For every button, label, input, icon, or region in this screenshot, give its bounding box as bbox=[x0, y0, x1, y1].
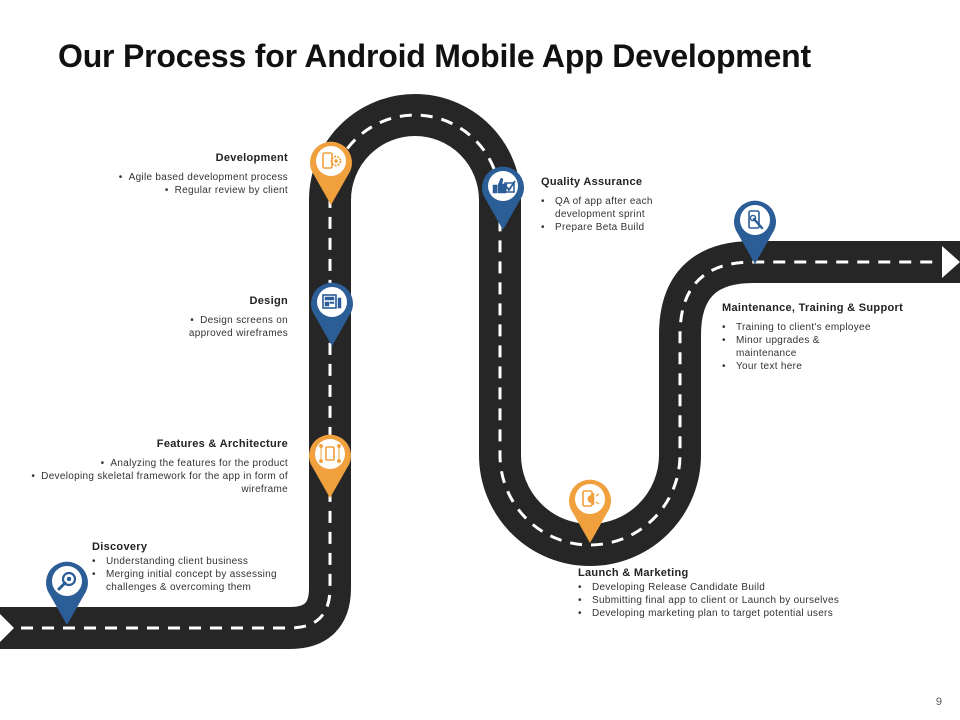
road-start-arrow bbox=[0, 614, 14, 642]
step-bullet: Regular review by client bbox=[68, 184, 288, 197]
step-bullet: Your text here bbox=[722, 360, 922, 373]
page-number: 9 bbox=[935, 696, 942, 708]
road-end-arrow bbox=[942, 246, 960, 278]
pin-design bbox=[311, 282, 353, 346]
step-quality-assurance: Quality Assurance QA of app after each d… bbox=[541, 176, 681, 234]
step-bullet: Minor upgrades & maintenance bbox=[722, 334, 846, 360]
search-gear-icon bbox=[57, 571, 77, 591]
step-heading: Launch & Marketing bbox=[578, 567, 689, 579]
step-heading: Features & Architecture bbox=[156, 438, 288, 450]
step-bullet: Design screens on approved wireframes bbox=[158, 314, 288, 340]
step-bullet: Agile based development process bbox=[68, 171, 288, 184]
step-features-architecture: Features & Architecture Analyzing the fe… bbox=[28, 438, 288, 496]
step-maintenance: Maintenance, Training & Support Training… bbox=[722, 302, 922, 373]
step-bullet: Submitting final app to client or Launch… bbox=[578, 594, 878, 607]
step-bullet: Developing skeletal framework for the ap… bbox=[28, 470, 288, 496]
step-bullet: Developing marketing plan to target pote… bbox=[578, 607, 878, 620]
step-heading: Development bbox=[215, 152, 288, 164]
step-launch-marketing: Launch & Marketing Developing Release Ca… bbox=[578, 567, 878, 620]
step-bullet: Understanding client business bbox=[92, 555, 297, 568]
phone-megaphone-icon bbox=[582, 490, 600, 507]
pin-development bbox=[310, 141, 352, 205]
step-bullet: Merging initial concept by assessing cha… bbox=[92, 568, 297, 594]
step-bullet: Training to client's employee bbox=[722, 321, 922, 334]
pin-features-architecture bbox=[309, 434, 351, 498]
step-bullet: QA of app after each development sprint bbox=[541, 195, 681, 221]
device-network-icon bbox=[318, 443, 342, 464]
step-heading: Discovery bbox=[92, 541, 148, 553]
page-title: Our Process for Android Mobile App Devel… bbox=[58, 38, 811, 74]
pin-maintenance bbox=[734, 200, 776, 264]
pin-discovery bbox=[46, 561, 88, 625]
pin-launch-marketing bbox=[569, 479, 611, 543]
step-bullet: Analyzing the features for the product bbox=[28, 457, 288, 470]
step-discovery: Discovery Understanding client business … bbox=[92, 541, 297, 594]
phone-gear-icon bbox=[322, 152, 342, 169]
design-screen-icon bbox=[322, 294, 342, 309]
phone-wrench-icon bbox=[748, 210, 764, 230]
step-heading: Maintenance, Training & Support bbox=[722, 302, 904, 314]
step-heading: Quality Assurance bbox=[541, 176, 643, 188]
step-design: Design Design screens on approved wirefr… bbox=[158, 295, 288, 340]
thumbs-up-check-icon bbox=[492, 177, 516, 194]
step-bullet: Prepare Beta Build bbox=[541, 221, 681, 234]
step-development: Development Agile based development proc… bbox=[68, 152, 288, 197]
step-bullet: Developing Release Candidate Build bbox=[578, 581, 878, 594]
road-center-line bbox=[0, 113, 940, 630]
step-heading: Design bbox=[249, 295, 288, 307]
pin-quality-assurance bbox=[482, 166, 524, 230]
